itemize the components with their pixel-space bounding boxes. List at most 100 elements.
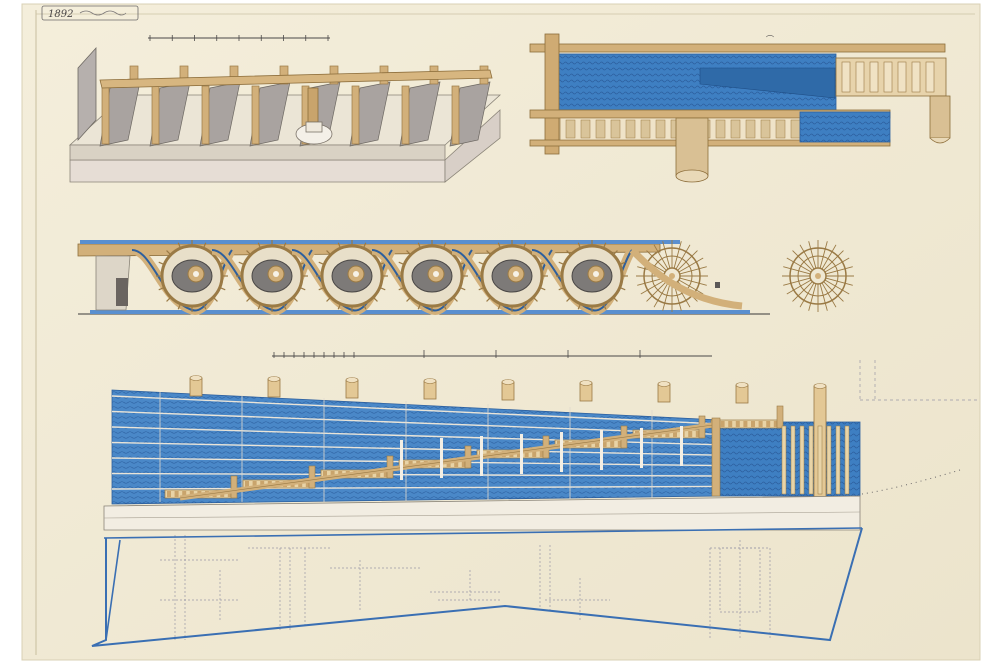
perspective-floor-front	[69, 144, 446, 161]
partition-post	[151, 85, 160, 145]
wheel-paddle	[486, 296, 492, 302]
water-wheel	[211, 240, 316, 315]
grating-bar	[790, 425, 796, 495]
gear-tooth	[252, 481, 257, 487]
wheel-spoke	[824, 279, 850, 295]
wheel-paddle	[158, 286, 165, 291]
wheel-paddle	[612, 250, 618, 256]
scale-bar-lower	[272, 350, 712, 358]
wheel-paddle	[212, 296, 218, 302]
wheel-paddle	[539, 286, 546, 291]
section-slat	[911, 61, 921, 93]
partition-post	[401, 85, 410, 145]
wheel-paddle	[619, 286, 626, 291]
plan-pencil-extension	[859, 360, 980, 401]
wheel-paddle	[282, 242, 287, 249]
perspective-base-side	[444, 109, 501, 183]
tie-post	[400, 440, 403, 480]
rack-tooth	[640, 119, 651, 139]
grating-bar	[781, 425, 787, 495]
wheel-paddle	[282, 303, 287, 310]
gear-tooth	[758, 421, 763, 427]
tie-post	[680, 426, 683, 466]
wheel-paddle	[478, 261, 485, 266]
section-slat	[925, 61, 935, 93]
longitudinal-section: ⌒	[529, 33, 951, 183]
wheel-paddle	[417, 303, 422, 310]
wheel-paddle	[318, 286, 325, 291]
wheel-spoke	[783, 266, 811, 275]
section-left-post	[544, 33, 560, 155]
gear-link	[230, 475, 238, 499]
elevation-end-marker	[715, 282, 720, 288]
water-wheel	[782, 240, 854, 312]
perspective-top-beam	[99, 69, 493, 89]
gear-tooth	[524, 451, 529, 457]
gear-tooth	[695, 431, 700, 437]
wheel-paddle	[299, 286, 306, 291]
rack-tooth	[775, 119, 786, 139]
wheel-paddle	[326, 296, 332, 302]
water-wheel	[531, 240, 636, 315]
gear-link	[776, 405, 784, 429]
corner-label-stamp: 1892	[41, 5, 139, 21]
wheel-spoke	[679, 266, 707, 275]
wheel-paddle	[238, 286, 245, 291]
elevation-water-surface	[80, 240, 680, 244]
water-wheel	[131, 240, 236, 315]
plan-right-grating	[711, 417, 850, 497]
wheel-spoke	[653, 244, 669, 270]
gear-tooth	[673, 431, 677, 437]
corner-label-text: 1892	[48, 9, 73, 20]
foundation-outline	[91, 527, 863, 647]
wheel-spoke	[825, 277, 853, 286]
tie-post	[560, 432, 563, 472]
gear-tooth	[461, 461, 466, 467]
wheel-paddle	[318, 261, 325, 266]
wheel-paddle	[459, 286, 466, 291]
gear-tooth	[446, 461, 451, 467]
wheel-paddle	[532, 296, 538, 302]
wheel-paddle	[177, 303, 182, 310]
section-drop-shaft-end	[675, 169, 709, 183]
channel-divider	[111, 472, 721, 477]
wheel-paddle	[452, 296, 458, 302]
wheel-axle	[815, 273, 821, 279]
foundation-diagonal	[105, 539, 121, 641]
wheel-spoke	[678, 279, 704, 295]
grating-bar	[826, 425, 832, 495]
wheel-spoke	[646, 250, 667, 271]
wheel-paddle	[417, 242, 422, 249]
wheel-spoke	[678, 257, 704, 273]
tie-post	[640, 428, 643, 468]
wheel-spoke	[824, 257, 850, 273]
wheel-spoke	[646, 281, 667, 302]
gear-tooth	[539, 451, 544, 457]
rack-tooth	[610, 119, 621, 139]
grating-bar	[844, 425, 850, 495]
plan-shaft-top	[189, 375, 203, 381]
gear-tooth	[323, 471, 327, 477]
plan-shaft-top	[267, 376, 281, 382]
wheel-paddle	[497, 242, 502, 249]
plan-shaft-top	[813, 383, 827, 389]
wheel-spoke	[799, 282, 815, 308]
scale-bar-upper	[148, 35, 330, 41]
wheel-axle	[273, 271, 279, 277]
wheel-spoke	[819, 283, 828, 311]
wheel-axle	[593, 271, 599, 277]
tie-post	[600, 430, 603, 470]
gear-tooth	[688, 431, 693, 437]
wheel-paddle	[246, 250, 252, 256]
section-sloping-trough	[699, 67, 836, 99]
plan-sloping-tie-edge	[179, 423, 721, 499]
outflow-chute	[629, 247, 743, 310]
gear-tooth	[735, 421, 740, 427]
perspective-center-fitting	[305, 121, 323, 133]
grating-bar	[808, 425, 814, 495]
tie-post	[440, 438, 443, 478]
gear-tooth	[766, 421, 771, 427]
wheel-paddle	[246, 296, 252, 302]
elevation-wheels	[131, 240, 854, 315]
wheel-paddle	[166, 296, 172, 302]
